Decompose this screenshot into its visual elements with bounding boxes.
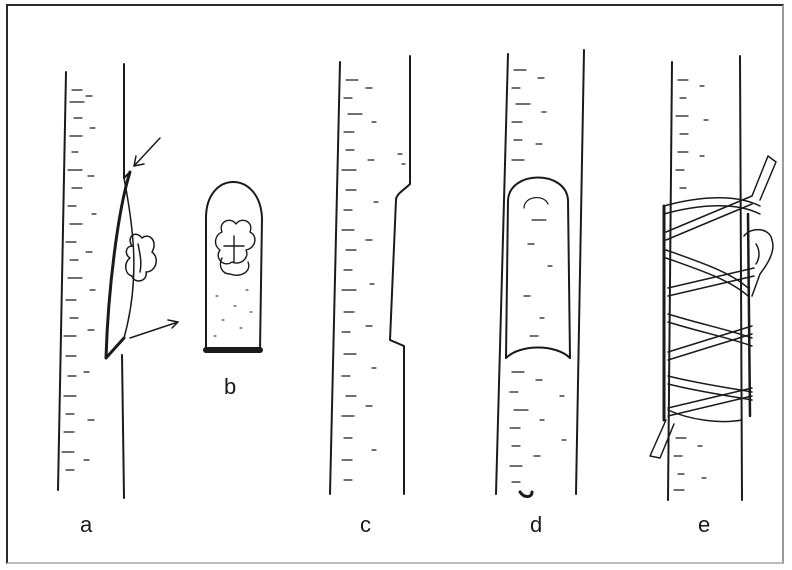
- label-e: e: [698, 514, 710, 536]
- label-c: c: [360, 514, 371, 536]
- label-d: d: [530, 514, 542, 536]
- stem-a: [58, 64, 178, 498]
- arrow-top-a: [134, 138, 160, 166]
- stem-e: [650, 56, 776, 500]
- bud-a: [126, 234, 157, 281]
- shield-bud-b: [206, 182, 262, 350]
- label-a: a: [80, 514, 92, 536]
- label-b: b: [224, 376, 236, 398]
- stem-c: [330, 56, 410, 494]
- stem-d: [496, 50, 584, 497]
- arrow-bottom-a: [130, 320, 178, 338]
